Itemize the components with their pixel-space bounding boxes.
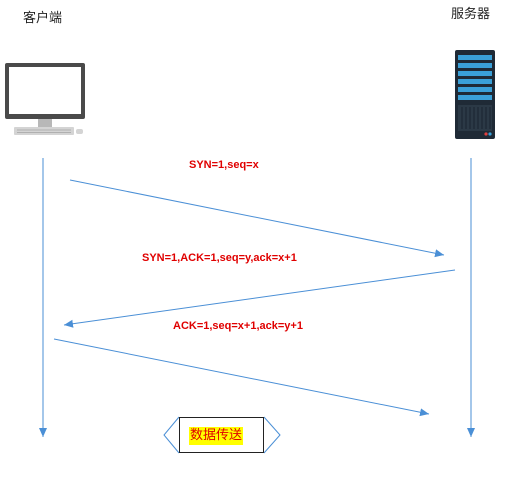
server-label: 服务器 [451, 7, 491, 22]
transfer-label: 数据传送 [189, 427, 244, 445]
syn-message: SYN=1,seq=x [189, 159, 259, 171]
ack-arrow [53, 338, 430, 417]
syn-arrow [69, 179, 445, 258]
transfer-double-arrow [163, 416, 281, 454]
client-label: 客户端 [23, 11, 63, 26]
server-icon [455, 50, 495, 139]
syn-ack-arrow [63, 269, 456, 328]
syn-ack-message: SYN=1,ACK=1,seq=y,ack=x+1 [142, 252, 297, 264]
computer-icon [5, 63, 85, 135]
ack-message: ACK=1,seq=x+1,ack=y+1 [173, 320, 303, 332]
